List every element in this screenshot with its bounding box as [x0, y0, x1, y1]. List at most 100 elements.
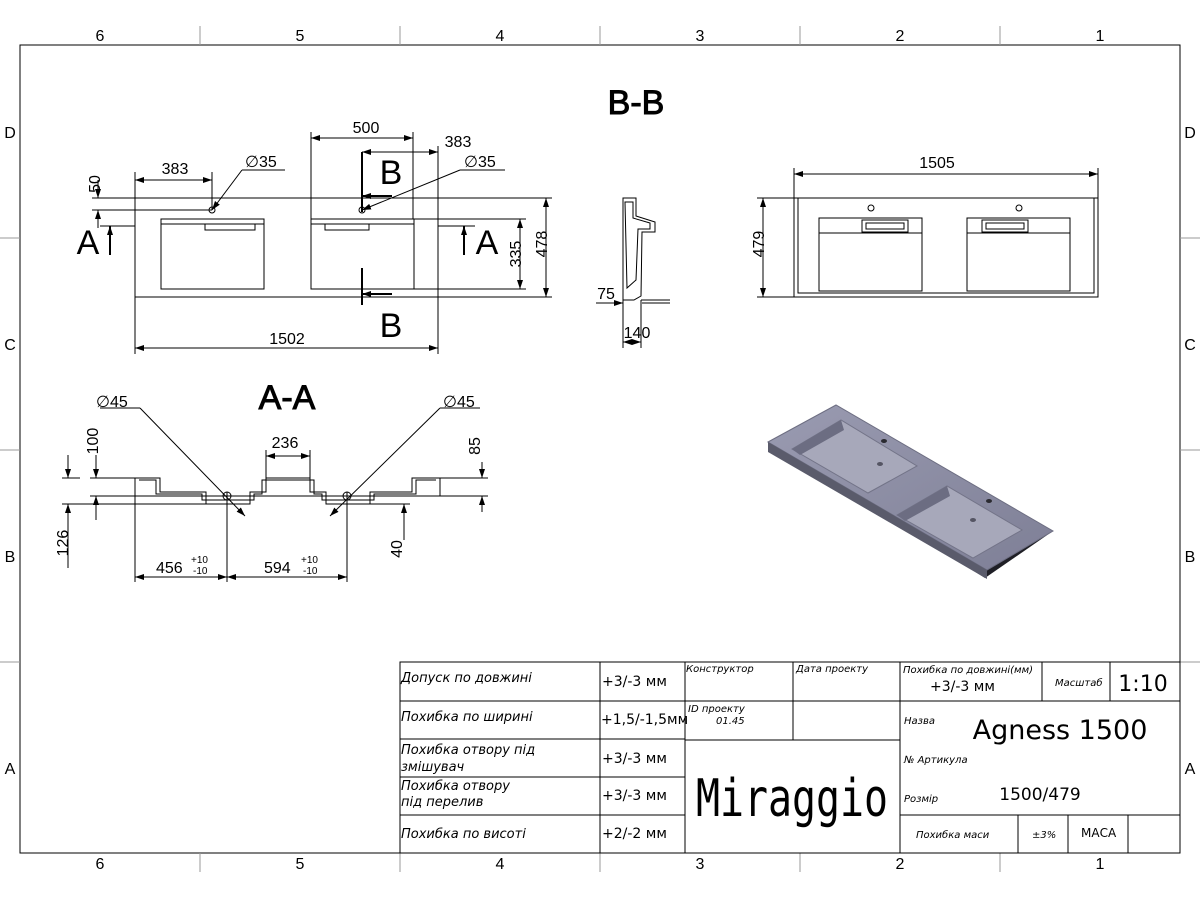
bb-marker-b-top: B [380, 154, 403, 192]
zone-labels: 6 5 4 3 2 1 6 5 4 3 2 1 D C B A D C B A [4, 28, 1196, 873]
tb-row-3-label: Похибка отвору під [401, 743, 535, 758]
tb-article-label: № Артикула [903, 755, 968, 766]
zone-row-b-right: B [1185, 549, 1196, 566]
tb-row-4-label-cont: під перелив [401, 795, 483, 810]
diam-symbol: ∅ [464, 154, 478, 171]
bb-hole-right-value: 35 [478, 154, 496, 171]
tb-row-3-label-cont: змішувач [401, 760, 465, 775]
bb-marker-a-left: A [77, 224, 100, 262]
tb-row-4-value: +3/-3 мм [602, 788, 667, 804]
view-top [757, 168, 1098, 297]
zone-row-d-right: D [1184, 125, 1196, 142]
aa-dim-gap: 236 [272, 435, 299, 452]
bb-dim-hole-right: ∅35 [464, 154, 496, 171]
bb-overflow-left [205, 224, 255, 230]
aa-dim-pos-left-tol-up: +10 [191, 555, 208, 566]
side-dim-lip: 75 [597, 286, 615, 303]
tb-row-5-label: Похибка по висоті [401, 827, 526, 842]
aa-dim-h-left: 100 [85, 428, 102, 455]
bb-marker-a-right: A [476, 224, 499, 262]
view-aa-title: A-A [259, 379, 316, 417]
aa-hole-left-value: 45 [110, 394, 128, 411]
bb-dim-right-offset: 383 [445, 134, 472, 151]
diam-symbol: ∅ [96, 394, 110, 411]
diam-symbol: ∅ [245, 154, 259, 171]
tb-scale-value: 1:10 [1118, 672, 1167, 697]
render-3d-sink [768, 405, 1053, 579]
view-side-labels: 75 140 [597, 286, 650, 342]
top-dim-width: 1505 [919, 155, 955, 172]
tb-row-1-value: +3/-3 мм [602, 674, 667, 690]
zone-col-2-bottom: 2 [896, 856, 905, 873]
zone-col-4-top: 4 [496, 28, 505, 45]
tb-constructor-label: Конструктор [686, 664, 754, 675]
zone-col-3-top: 3 [696, 28, 705, 45]
bb-marker-b-bottom: B [380, 307, 403, 345]
bb-dim-width-top: 500 [353, 120, 380, 137]
zone-row-c-right: C [1184, 337, 1196, 354]
zone-col-6-top: 6 [96, 28, 105, 45]
aa-dim-h-right: 85 [467, 437, 484, 455]
tb-row-2-label: Похибка по ширині [401, 710, 533, 725]
bb-outline [135, 198, 438, 297]
zone-col-5-top: 5 [296, 28, 305, 45]
zone-row-c-left: C [4, 337, 16, 354]
bb-dim-depth-inner: 335 [508, 241, 525, 268]
view-side-section [596, 198, 670, 348]
aa-dim-hole-left: ∅45 [96, 394, 128, 411]
tb-mass-tol-label: Похибка маси [916, 829, 990, 841]
aa-dim-hole-right: ∅45 [443, 394, 475, 411]
tb-row-5-value: +2/-2 мм [602, 826, 667, 842]
top-dim-depth: 479 [751, 231, 768, 258]
diam-symbol: ∅ [443, 394, 457, 411]
tb-size-label: Розмір [904, 793, 938, 805]
view-bb: B-B [92, 84, 665, 354]
bb-hole-left-value: 35 [259, 154, 277, 171]
tb-name-label: Назва [904, 716, 935, 727]
zone-row-d-left: D [4, 125, 16, 142]
aa-dim-pos-left-tol-dn: -10 [193, 566, 208, 577]
aa-hole-right-value: 45 [457, 394, 475, 411]
tb-row-4-label: Похибка отвору [401, 779, 510, 794]
zone-col-1-top: 1 [1096, 28, 1105, 45]
aa-dim-pos-right-tol-dn: -10 [303, 566, 318, 577]
aa-dim-pos-right: 594 [264, 560, 291, 577]
view-bb-title: B-B [608, 84, 665, 122]
zone-col-5-bottom: 5 [296, 856, 305, 873]
bb-basin-left [161, 219, 264, 289]
tb-mass-tol-value: ±3% [1032, 830, 1056, 841]
bb-dim-left-offset: 383 [162, 161, 189, 178]
title-block-text: Допуск по довжині +3/-3 мм Похибка по ши… [400, 664, 1168, 842]
tb-size-value: 1500/479 [999, 785, 1080, 805]
title-block [400, 662, 1180, 853]
view-bb-labels: 383 500 383 ∅35 ∅35 50 1502 335 478 A A … [77, 120, 551, 348]
side-dim-thickness: 140 [624, 325, 651, 342]
zone-row-a-left: A [5, 761, 16, 778]
view-aa-labels: ∅45 ∅45 236 100 85 126 40 456 +10 -10 59… [55, 394, 484, 577]
tb-name-value: Agness 1500 [973, 715, 1148, 746]
tb-project-date-label: Дата проекту [795, 664, 869, 675]
tb-scale-label: Масштаб [1055, 677, 1103, 689]
zone-col-2-top: 2 [896, 28, 905, 45]
zone-columns [0, 26, 1200, 872]
view-aa: A-A [62, 379, 488, 582]
tb-project-id-label: ID проекту [688, 704, 746, 715]
bb-overflow-right [325, 224, 369, 230]
tb-mass-label: МАСА [1081, 826, 1117, 840]
bb-dim-total: 1502 [269, 331, 305, 348]
aa-dim-pos-right-tol-up: +10 [301, 555, 318, 566]
tb-row-1-label: Допуск по довжині [400, 671, 532, 686]
aa-dim-drain: 40 [389, 540, 406, 558]
view-top-labels: 1505 479 [751, 155, 955, 257]
bb-dim-hole-left: ∅35 [245, 154, 277, 171]
tb-project-id-value: 01.45 [716, 716, 745, 727]
bb-dim-edge: 50 [87, 175, 104, 193]
zone-col-6-bottom: 6 [96, 856, 105, 873]
zone-row-a-right: A [1185, 761, 1196, 778]
aa-dim-h-total: 126 [55, 530, 72, 557]
aa-dim-pos-left: 456 [156, 560, 183, 577]
zone-col-3-bottom: 3 [696, 856, 705, 873]
zone-col-1-bottom: 1 [1096, 856, 1105, 873]
tb-row-2-value: +1,5/-1,5мм [601, 712, 688, 728]
